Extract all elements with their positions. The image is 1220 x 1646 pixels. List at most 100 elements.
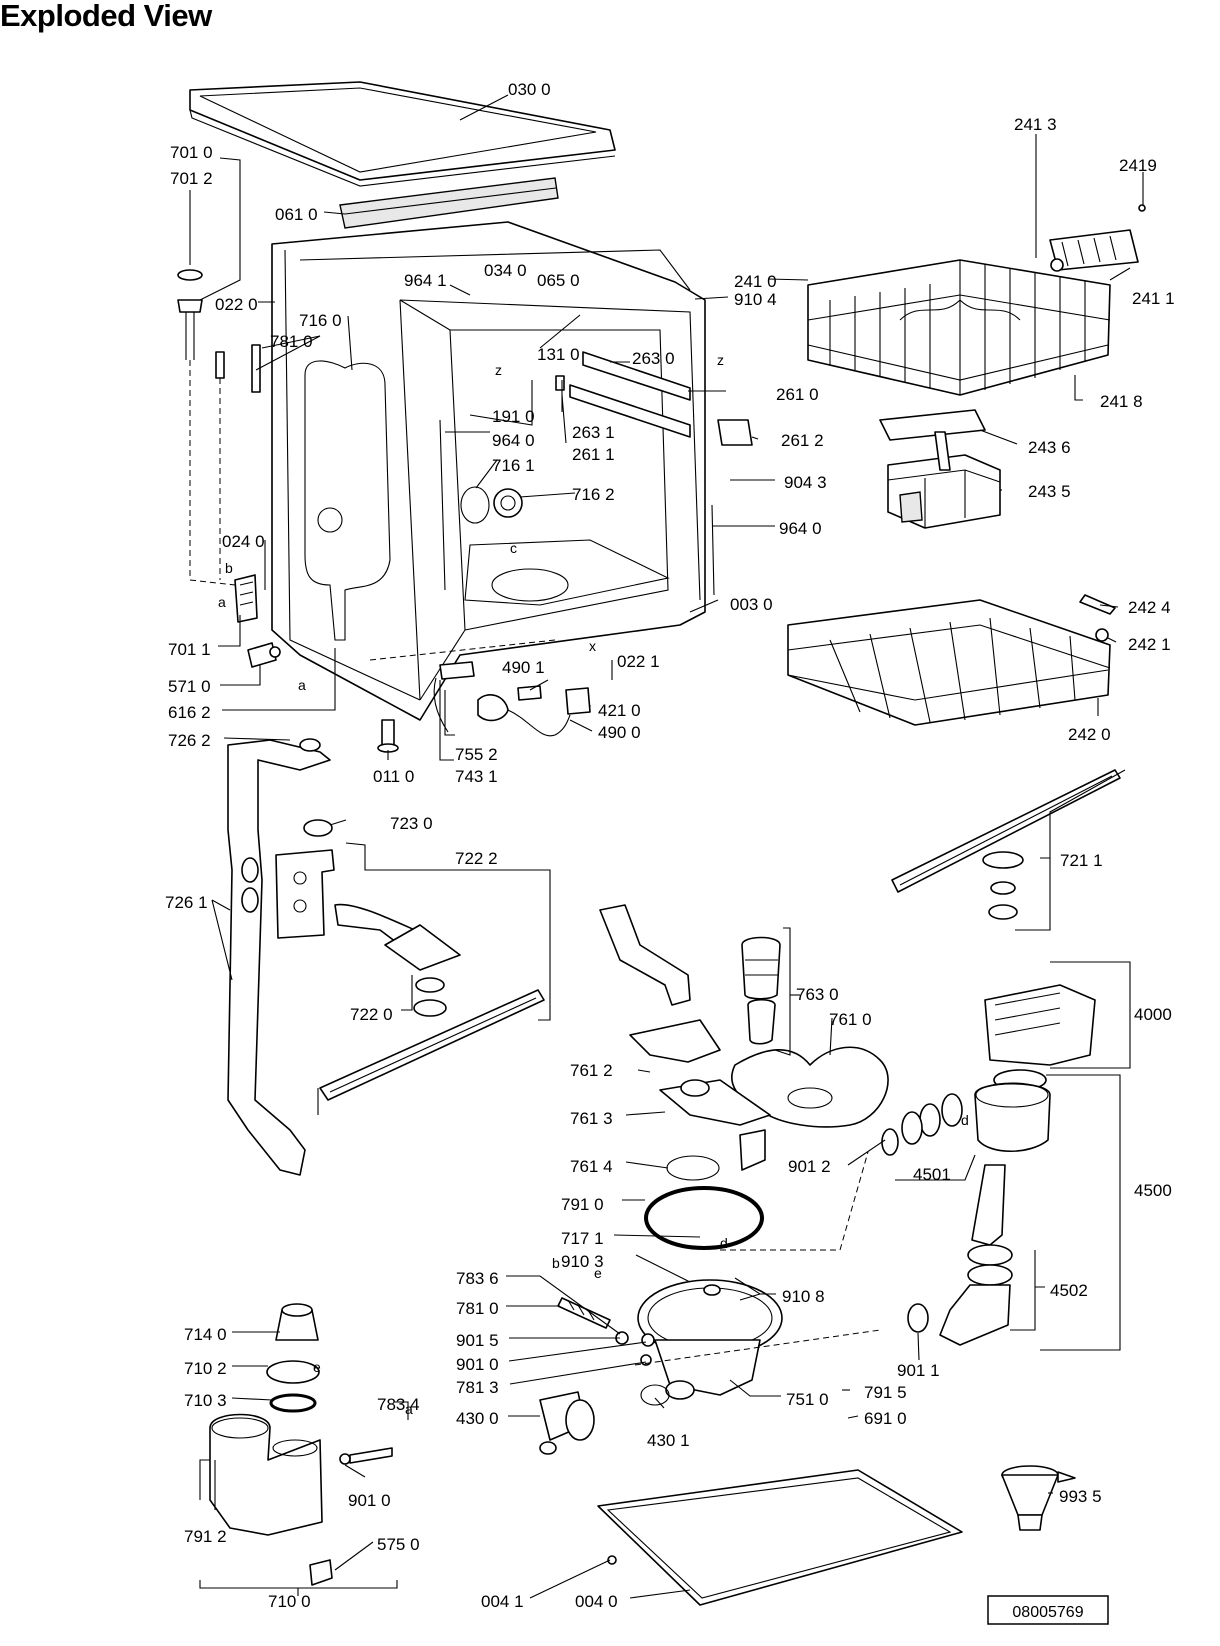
- part-label-0610: 061 0: [275, 205, 318, 224]
- document-number-box: [987, 1595, 1109, 1625]
- part-label-7431: 743 1: [455, 767, 498, 786]
- part-label-9015: 901 5: [456, 1331, 499, 1350]
- part-label-4210: 421 0: [598, 701, 641, 720]
- salt-funnel-part: [1001, 1465, 1076, 1531]
- page-title: Exploded View: [0, 0, 212, 33]
- part-label-4000: 4000: [1134, 1005, 1172, 1024]
- part-label-2410: 241 0: [734, 272, 777, 291]
- part-label-2413: 241 3: [1014, 115, 1057, 134]
- part-label-9935: 993 5: [1059, 1487, 1102, 1506]
- part-label-2435: 243 5: [1028, 482, 1071, 501]
- part-label-9640a: 964 0: [492, 431, 535, 450]
- reference-letter: x: [589, 638, 596, 654]
- part-label-0650: 065 0: [537, 271, 580, 290]
- part-label-0240: 024 0: [222, 532, 265, 551]
- insulation-strip-part: [339, 177, 559, 229]
- part-label-7211: 721 1: [1060, 851, 1103, 870]
- reference-letter: z: [495, 362, 502, 378]
- part-label-7915: 791 5: [864, 1383, 907, 1402]
- part-label-0221: 022 1: [617, 652, 660, 671]
- part-label-1310: 131 0: [537, 345, 580, 364]
- reference-letter: e: [594, 1265, 602, 1281]
- part-label-0340: 034 0: [484, 261, 527, 280]
- reference-letter: a: [218, 594, 226, 610]
- part-label-7230: 723 0: [390, 814, 433, 833]
- part-label-7810a: 781 0: [270, 332, 313, 351]
- circulation-pump-part: [881, 984, 1096, 1346]
- part-label-9104: 910 4: [734, 290, 777, 309]
- lower-rack-part: [787, 594, 1116, 726]
- reference-letter: d: [961, 1112, 969, 1128]
- base-pan-part: [597, 1469, 963, 1606]
- hinge-hardware-part: [177, 269, 281, 668]
- part-label-7010: 701 0: [170, 143, 213, 162]
- base-fittings-part: [377, 661, 591, 753]
- part-label-9010b: 901 0: [348, 1491, 391, 1510]
- part-label-7510: 751 0: [786, 1390, 829, 1409]
- part-label-7910: 791 0: [561, 1195, 604, 1214]
- part-label-0041: 004 1: [481, 1592, 524, 1611]
- reference-letter: d: [720, 1235, 728, 1251]
- sump-seal-ring-part: [644, 1186, 764, 1250]
- part-label-0220: 022 0: [215, 295, 258, 314]
- top-cover-part: [189, 81, 616, 187]
- part-label-7160: 716 0: [299, 311, 342, 330]
- upper-spray-arm-part: [891, 769, 1121, 920]
- part-label-7610: 761 0: [829, 1010, 872, 1029]
- part-label-6910: 691 0: [864, 1409, 907, 1428]
- reference-letter: b: [225, 560, 233, 576]
- part-label-9103: 910 3: [561, 1252, 604, 1271]
- upper-rack-part: [807, 204, 1146, 396]
- part-label-2411: 241 1: [1132, 289, 1175, 308]
- part-label-7552: 755 2: [455, 745, 498, 764]
- reference-letter: c: [510, 540, 517, 556]
- part-number-labels: 030 0 701 0 701 2 061 0 022 0 034 0 065 0 964 1…: [165, 80, 1175, 1611]
- drain-pump-part: [539, 1384, 670, 1455]
- part-label-7140: 714 0: [184, 1325, 227, 1344]
- part-label-2630: 263 0: [632, 349, 675, 368]
- document-number: 08005769: [1012, 1604, 1083, 1621]
- part-label-7810b: 781 0: [456, 1299, 499, 1318]
- part-label-7834: 783 4: [377, 1395, 420, 1414]
- part-label-7612: 761 2: [570, 1061, 613, 1080]
- part-label-4901: 490 1: [502, 658, 545, 677]
- sump-pipe-part: [599, 904, 691, 1006]
- part-label-2436: 243 6: [1028, 438, 1071, 457]
- part-label-9011: 901 1: [897, 1361, 940, 1380]
- part-label-7222: 722 2: [455, 849, 498, 868]
- part-label-7161: 716 1: [492, 456, 535, 475]
- reference-letter: a: [298, 677, 306, 693]
- water-softener-part: [209, 1303, 393, 1586]
- part-label-7836: 783 6: [456, 1269, 499, 1288]
- part-label-7012: 701 2: [170, 169, 213, 188]
- part-label-7100: 710 0: [268, 1592, 311, 1611]
- part-label-4300: 430 0: [456, 1409, 499, 1428]
- reference-letter: a: [405, 1401, 413, 1417]
- part-label-2612: 261 2: [781, 431, 824, 450]
- part-label-4900: 490 0: [598, 723, 641, 742]
- sump-bowl-part: [637, 1279, 783, 1400]
- part-label-9641a: 964 1: [404, 271, 447, 290]
- part-label-0300: 030 0: [508, 80, 551, 99]
- part-label-7011: 701 1: [168, 640, 211, 659]
- part-label-7102: 710 2: [184, 1359, 227, 1378]
- part-label-7220: 722 0: [350, 1005, 393, 1024]
- part-label-4301: 430 1: [647, 1431, 690, 1450]
- part-label-9010a: 901 0: [456, 1355, 499, 1374]
- reference-letter: e: [313, 1359, 321, 1375]
- part-label-9043: 904 3: [784, 473, 827, 492]
- part-label-5710: 571 0: [168, 677, 211, 696]
- part-label-2611: 261 1: [572, 445, 615, 464]
- part-label-2420: 242 0: [1068, 725, 1111, 744]
- part-label-1910: 191 0: [492, 407, 535, 426]
- part-label-7171: 717 1: [561, 1229, 604, 1248]
- part-label-4502: 4502: [1050, 1281, 1088, 1300]
- part-label-7614: 761 4: [570, 1157, 613, 1176]
- part-label-7613: 761 3: [570, 1109, 613, 1128]
- part-label-0110: 011 0: [373, 767, 414, 786]
- supply-pipe-part: [227, 738, 331, 1176]
- part-label-7912: 791 2: [184, 1527, 227, 1546]
- part-label-9108: 910 8: [782, 1287, 825, 1306]
- part-label-0040: 004 0: [575, 1592, 618, 1611]
- leader-lines: [189, 94, 1144, 1599]
